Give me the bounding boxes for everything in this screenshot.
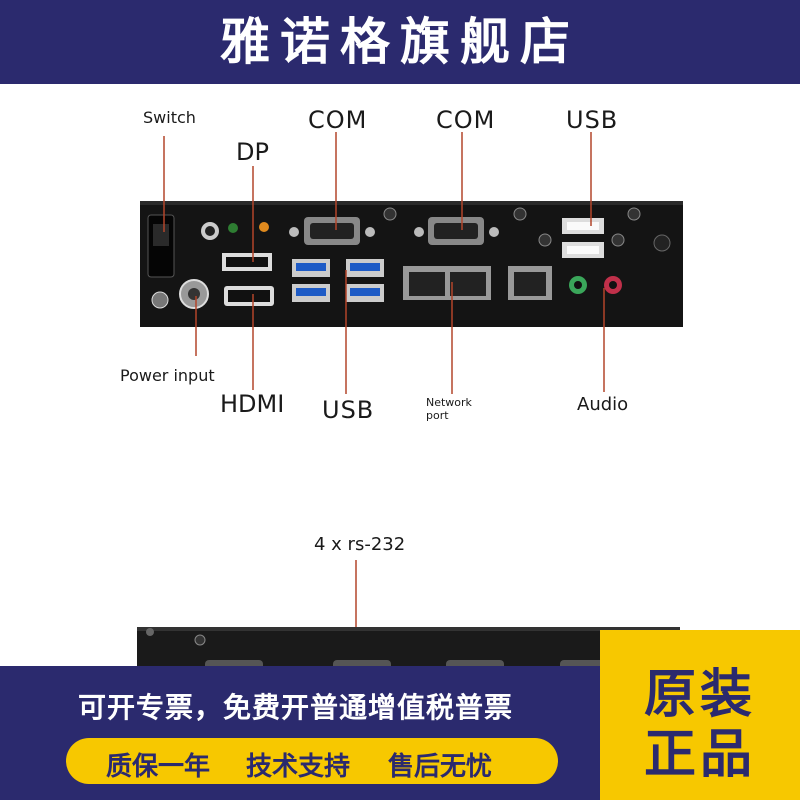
switch-label: Switch	[143, 108, 196, 127]
badge-line-genuine: 正品	[643, 725, 756, 785]
com-label-left: COM	[308, 106, 368, 134]
badge-line-original: 原装	[643, 665, 756, 725]
com-label-right: COM	[436, 106, 496, 134]
feature-warranty: 质保一年	[106, 752, 211, 782]
usb-label-bottom: USB	[322, 396, 375, 424]
ground-screw	[151, 291, 169, 309]
feature-after-sales: 售后无忧	[388, 752, 493, 782]
genuine-badge	[600, 630, 800, 800]
hdmi-label: HDMI	[220, 390, 285, 418]
store-header	[0, 0, 800, 84]
power-input-label: Power input	[120, 366, 215, 385]
feature-tech-support: 技术支持	[246, 752, 351, 782]
dp-label: DP	[236, 138, 269, 166]
com-port-right	[414, 217, 499, 245]
hdd-led	[259, 222, 269, 232]
network-port-label: Network port	[426, 396, 472, 422]
invoice-text: 可开专票，免费开普通增值税普票	[78, 691, 514, 724]
store-title: 雅诺格旗舰店	[220, 13, 580, 71]
usb2-ports	[562, 218, 604, 258]
network-ports	[403, 266, 552, 300]
com-port-left	[289, 217, 375, 245]
rs232-label: 4 x rs-232	[314, 534, 406, 555]
audio-label: Audio	[577, 394, 629, 415]
usb3-ports	[292, 259, 384, 302]
features-pill	[66, 738, 558, 784]
power-led	[228, 223, 238, 233]
usb-label-top: USB	[566, 106, 619, 134]
